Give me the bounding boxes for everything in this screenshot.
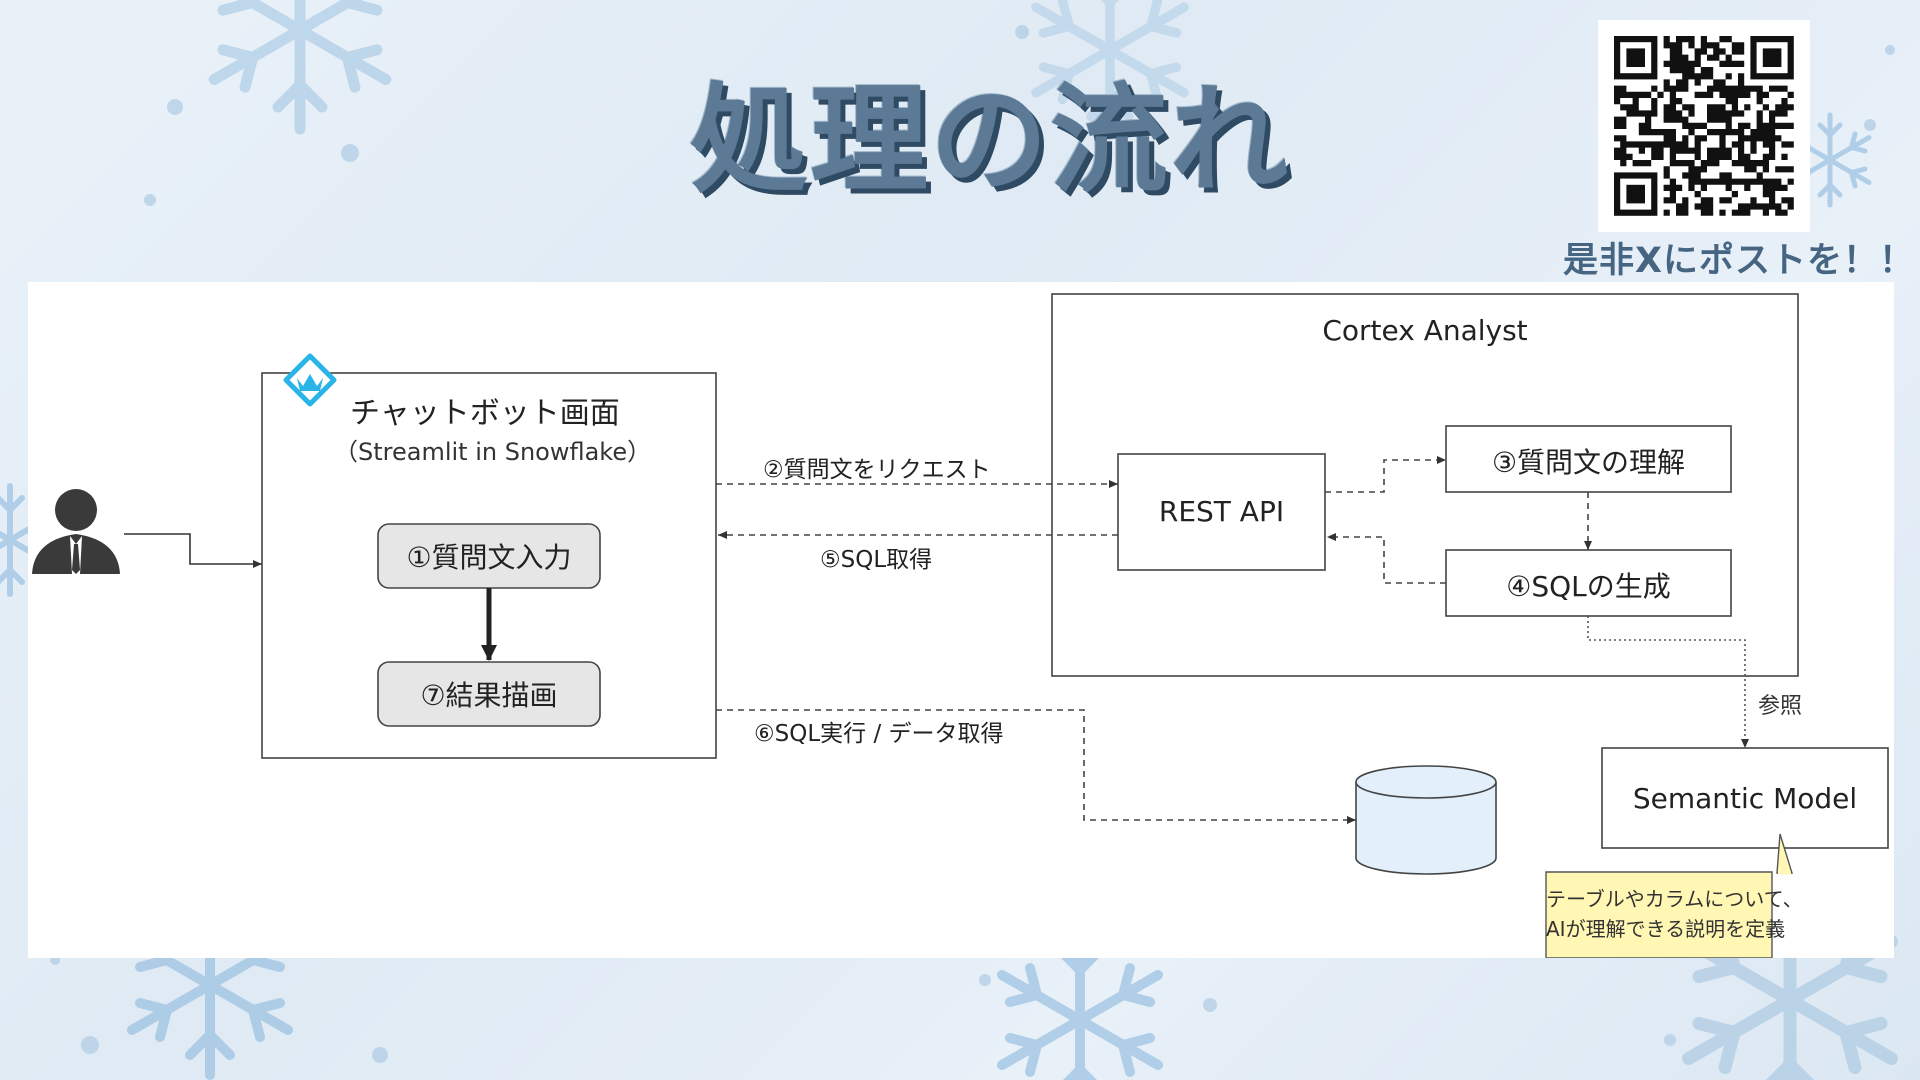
diagram-panel: チャットボット画面 （Streamlit in Snowflake） ①質問文入… (28, 282, 1894, 958)
execute-label: ⑥SQL実行 / データ取得 (754, 721, 1004, 747)
page-title: 処理の流れ (689, 71, 1290, 209)
sql-get-label: ⑤SQL取得 (820, 547, 933, 573)
semantic-model-box (1601, 747, 1889, 849)
step7-box (377, 661, 601, 727)
database-icon (1355, 765, 1497, 875)
callout-box (1545, 871, 1773, 958)
chatbot-box (261, 372, 717, 759)
cortex-analyst-title: Cortex Analyst (1322, 314, 1528, 347)
streamlit-logo-icon (283, 353, 337, 407)
user-icon (32, 489, 120, 574)
user-to-chatbot-arrow (124, 533, 262, 568)
qr-code-icon (1614, 36, 1794, 216)
reference-arrow (1587, 616, 1749, 748)
step1-label: ①質問文入力 (406, 541, 572, 574)
flow-diagram (32, 293, 1889, 958)
request-label: ②質問文をリクエスト (763, 457, 991, 483)
snowflake-decoration (214, 0, 386, 129)
post-caption: 是非Xにポストを！！ (1563, 241, 1915, 281)
step4-box (1445, 549, 1732, 617)
rest-to-step3-arrow (1325, 456, 1446, 493)
step3-label: ③質問文の理解 (1491, 446, 1686, 479)
chatbot-subtitle: （Streamlit in Snowflake） (334, 438, 652, 466)
chatbot-title: チャットボット画面 (350, 396, 620, 431)
callout-line2: AIが理解できる説明を定義 (1546, 917, 1786, 941)
step4-label: ④SQLの生成 (1506, 570, 1671, 603)
callout-line1: テーブルやカラムについて、 (1546, 887, 1803, 911)
cortex-analyst-box (1051, 293, 1799, 677)
step7-label: ⑦結果描画 (420, 679, 558, 712)
execute-arrow (716, 709, 1356, 824)
rest-api-label: REST API (1158, 495, 1285, 528)
step3-box (1445, 425, 1732, 493)
semantic-model-label: Semantic Model (1632, 782, 1858, 815)
qr-code[interactable] (1598, 20, 1810, 232)
reference-label: 参照 (1758, 694, 1803, 719)
step4-to-rest-arrow (1327, 533, 1446, 584)
rest-api-box (1117, 453, 1326, 571)
